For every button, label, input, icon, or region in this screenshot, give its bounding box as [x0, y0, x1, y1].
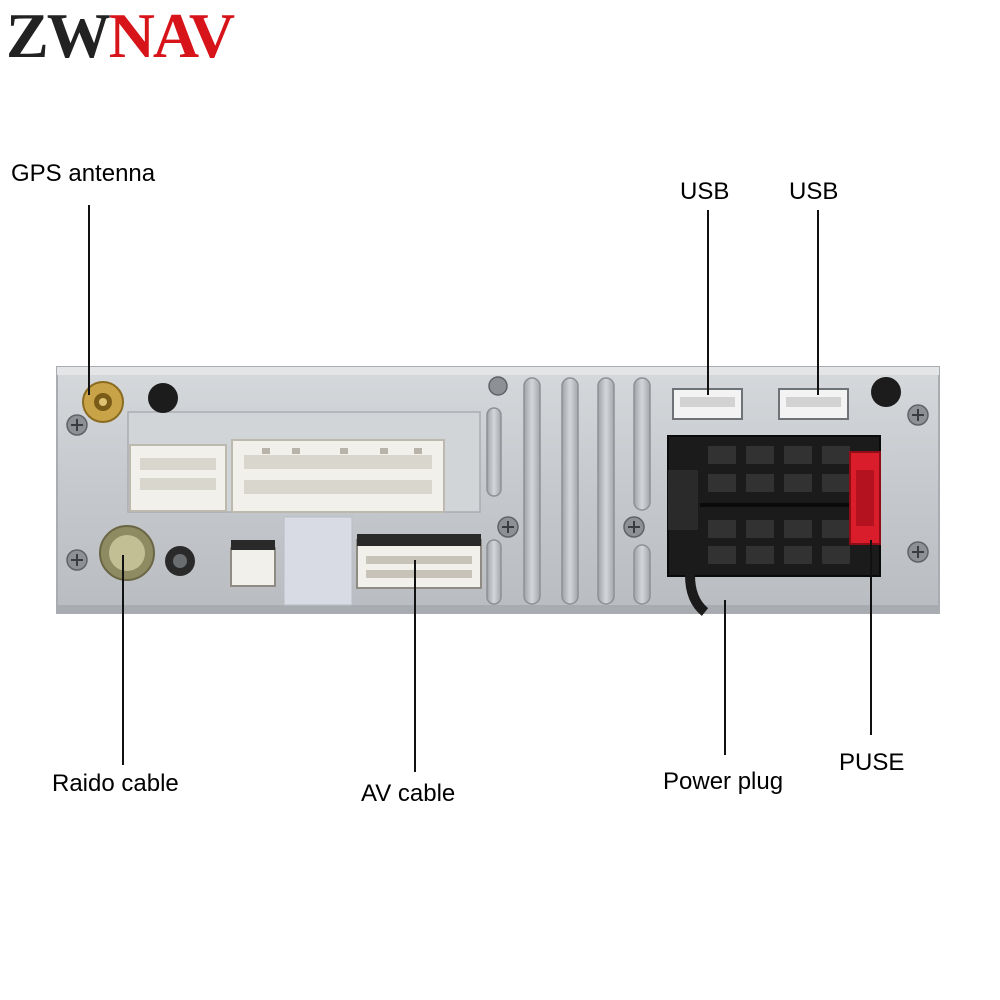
usb-ports — [672, 388, 849, 420]
radio-connector — [99, 525, 195, 581]
harness-connectors — [129, 439, 482, 589]
leader-gps — [88, 205, 90, 395]
label-usb-2: USB — [789, 178, 839, 205]
gps-connector — [82, 381, 124, 423]
label-av-cable: AV cable — [361, 780, 456, 807]
leader-fuse — [870, 540, 872, 735]
label-radio-cable: Raido cable — [52, 770, 179, 797]
brand-logo: ZWNAV — [6, 4, 235, 68]
logo-part-zw: ZW — [6, 0, 111, 71]
leader-av — [414, 560, 416, 772]
label-fuse: PUSE — [839, 749, 905, 776]
leader-power — [724, 600, 726, 755]
fuse — [849, 451, 881, 545]
label-usb-1: USB — [680, 178, 730, 205]
leader-radio — [122, 555, 124, 765]
label-power-plug: Power plug — [663, 768, 784, 795]
logo-part-nav: NAV — [108, 0, 235, 71]
label-gps-antenna: GPS antenna — [11, 160, 156, 187]
leader-usb2 — [817, 210, 819, 395]
leader-usb1 — [707, 210, 709, 395]
